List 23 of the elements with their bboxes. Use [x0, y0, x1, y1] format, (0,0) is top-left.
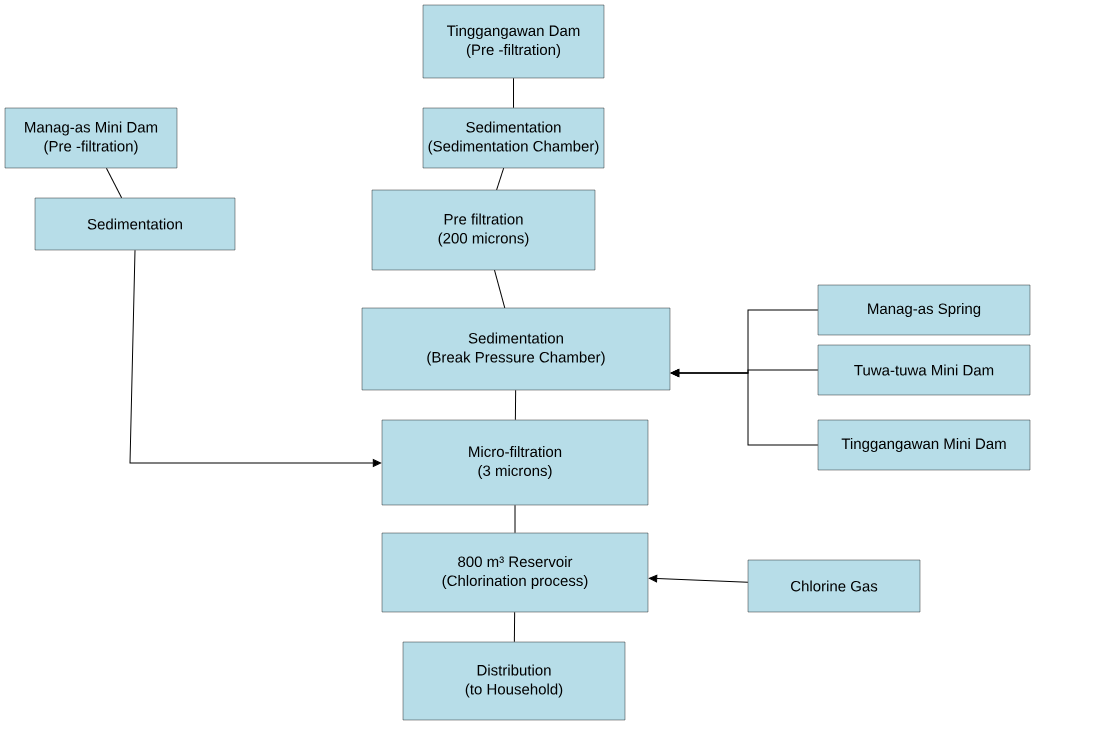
connector [494, 269, 506, 309]
process-box: Sedimentation (Sedimentation Chamber) [422, 107, 605, 169]
process-box: Tinggangawan Dam (Pre -filtration) [422, 4, 605, 79]
process-box: 800 m³ Reservoir (Chlorination process) [381, 532, 649, 613]
process-box: Tuwa-tuwa Mini Dam [817, 344, 1031, 396]
connector [513, 77, 514, 109]
connector [129, 249, 382, 467]
connector [514, 389, 517, 421]
process-box: Distribution (to Household) [402, 641, 626, 721]
connector [513, 611, 516, 643]
process-box: Manag-as Spring [817, 284, 1031, 336]
connector [105, 167, 123, 199]
connector [648, 574, 749, 583]
process-box: Pre filtration (200 microns) [371, 189, 596, 271]
connector [670, 369, 819, 446]
process-box: Chlorine Gas [747, 559, 921, 613]
process-box: Tinggangawan Mini Dam [817, 419, 1031, 471]
process-box: Micro-filtration (3 microns) [381, 419, 649, 506]
connector [496, 167, 505, 191]
process-box: Sedimentation [34, 197, 236, 251]
process-box: Sedimentation (Break Pressure Chamber) [361, 307, 671, 391]
process-box: Manag-as Mini Dam (Pre -filtration) [4, 107, 178, 169]
connector [514, 504, 516, 534]
